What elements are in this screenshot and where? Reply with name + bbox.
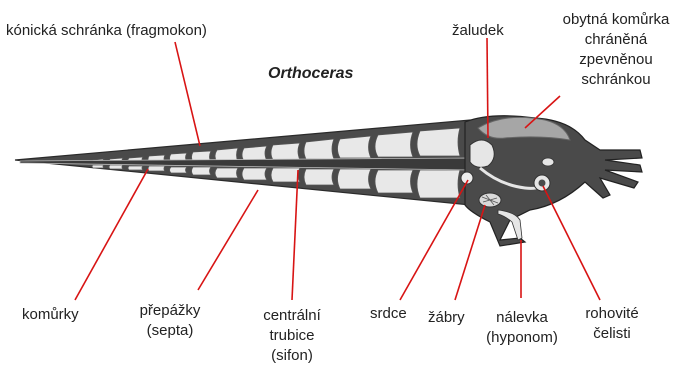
label-funnel-1: nálevka: [496, 309, 548, 326]
label-chamber-1: obytná komůrka: [563, 11, 670, 28]
label-chambers: komůrky: [22, 306, 79, 323]
diagram-title: Orthoceras: [268, 65, 353, 82]
label-tube-2: trubice: [269, 327, 314, 344]
label-jaws-1: rohovité: [585, 305, 638, 322]
label-shell: kónická schránka (fragmokon): [6, 22, 207, 39]
label-jaws-2: čelisti: [593, 325, 631, 342]
stomach: [470, 140, 494, 167]
label-septa-2: (septa): [147, 322, 194, 339]
label-gills: žábry: [428, 309, 465, 326]
conical-shell: [15, 120, 470, 205]
label-heart: srdce: [370, 305, 407, 322]
label-funnel-2: (hyponom): [486, 329, 558, 346]
label-septa-1: přepážky: [140, 302, 201, 319]
label-chamber-4: schránkou: [581, 71, 650, 88]
label-tube-3: (sifon): [271, 347, 313, 364]
label-tube-1: centrální: [263, 307, 321, 324]
label-chamber-3: zpevněnou: [579, 51, 652, 68]
label-stomach: žaludek: [452, 22, 504, 39]
label-chamber-2: chráněná: [585, 31, 648, 48]
